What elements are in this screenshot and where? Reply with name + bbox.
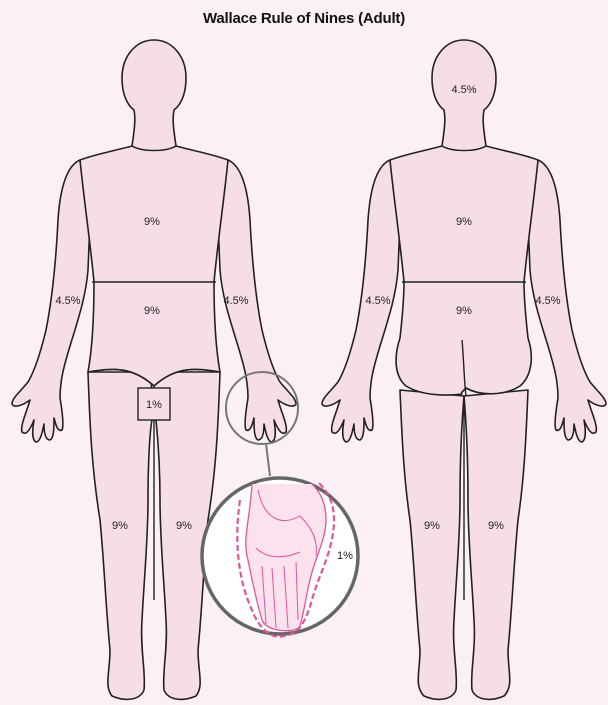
back-figure: 4.5% 9% 9% 4.5% 4.5% 9% 9% bbox=[322, 40, 606, 699]
front-right-leg bbox=[88, 372, 154, 699]
back-upper-label: 9% bbox=[456, 216, 472, 228]
back-right-arm-label: 4.5% bbox=[365, 295, 390, 307]
front-chest-label: 9% bbox=[144, 216, 160, 228]
back-left-arm-label: 4.5% bbox=[535, 295, 560, 307]
back-lower-label: 9% bbox=[456, 305, 472, 317]
front-head bbox=[122, 40, 186, 151]
front-abdomen-label: 9% bbox=[144, 305, 160, 317]
back-right-leg-label: 9% bbox=[424, 520, 440, 532]
back-left-leg-label: 9% bbox=[488, 520, 504, 532]
back-head-label: 4.5% bbox=[451, 84, 476, 96]
front-left-arm-label: 4.5% bbox=[223, 295, 248, 307]
front-left-leg-label: 9% bbox=[176, 520, 192, 532]
back-right-leg bbox=[400, 390, 464, 699]
front-right-leg-label: 9% bbox=[112, 520, 128, 532]
back-left-leg bbox=[464, 390, 528, 699]
back-torso bbox=[390, 146, 538, 395]
front-genitals-label: 1% bbox=[146, 399, 162, 411]
palm-callout-line bbox=[266, 444, 270, 476]
front-torso bbox=[80, 146, 228, 386]
palm-label: 1% bbox=[337, 550, 353, 562]
front-right-arm-label: 4.5% bbox=[55, 295, 80, 307]
